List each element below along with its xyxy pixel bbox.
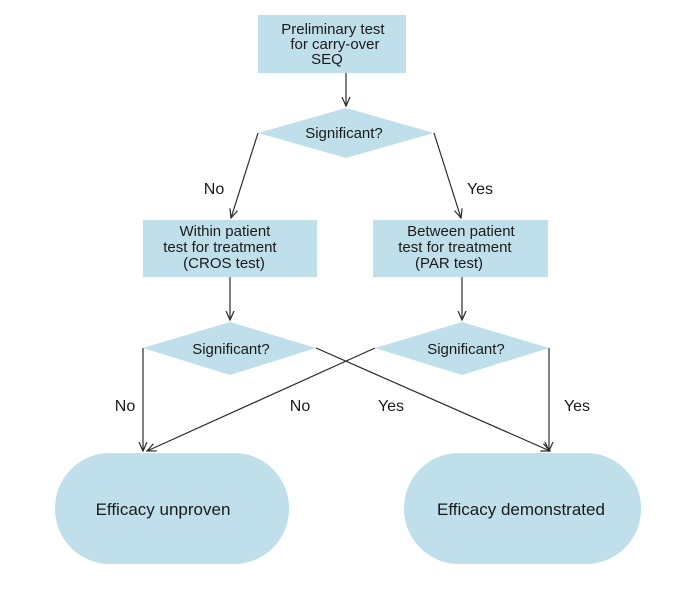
preliminary-test-box: Preliminary test for carry-over SEQ — [258, 15, 406, 73]
decision-right: Significant? — [375, 322, 549, 375]
label-right-yes: Yes — [564, 398, 590, 415]
label-left-yes: Yes — [378, 398, 404, 415]
within-patient-box: Within patient test for treatment (CROS … — [143, 220, 317, 277]
decision-right-label: Significant? — [427, 341, 505, 358]
between-patient-line-2: test for treatment — [398, 239, 512, 256]
efficacy-unproven-label: Efficacy unproven — [96, 500, 231, 519]
within-patient-label: Within patient test for treatment (CROS … — [163, 223, 281, 272]
efficacy-demonstrated-label: Efficacy demonstrated — [437, 500, 605, 519]
terminal-efficacy-unproven: Efficacy unproven — [55, 453, 289, 564]
arrow-right-no — [147, 347, 376, 451]
label-top-no: No — [204, 181, 225, 198]
label-top-yes: Yes — [467, 181, 493, 198]
between-patient-box: Between patient test for treatment (PAR … — [373, 220, 548, 277]
within-patient-line-1: Within patient — [179, 223, 271, 240]
decision-top-label: Significant? — [305, 125, 383, 142]
preliminary-test-shape — [258, 15, 406, 73]
label-left-no: No — [115, 398, 136, 415]
efficacy-demonstrated-shape — [404, 453, 641, 564]
within-patient-line-2: test for treatment — [163, 239, 277, 256]
efficacy-unproven-shape — [55, 453, 289, 564]
decision-top-diamond — [258, 108, 434, 158]
preliminary-test-line-3: SEQ — [311, 51, 343, 68]
decision-left-diamond — [143, 322, 316, 375]
within-patient-shape — [143, 220, 317, 277]
decision-left-label: Significant? — [192, 341, 270, 358]
within-patient-line-3: (CROS test) — [183, 255, 265, 272]
arrow-top-yes — [433, 132, 461, 218]
between-patient-shape — [373, 220, 548, 277]
between-patient-line-1: Between patient — [407, 223, 515, 240]
connectors — [143, 73, 550, 451]
decision-left: Significant? — [143, 322, 316, 375]
between-patient-line-3: (PAR test) — [415, 255, 483, 272]
preliminary-test-line-2: for carry-over — [290, 36, 379, 53]
decision-top: Significant? — [258, 108, 434, 158]
terminal-efficacy-demonstrated: Efficacy demonstrated — [404, 453, 641, 564]
decision-right-diamond — [375, 322, 549, 375]
preliminary-test-line-1: Preliminary test — [281, 21, 385, 38]
arrow-left-yes — [315, 347, 550, 451]
label-right-no: No — [290, 398, 311, 415]
preliminary-test-label: Preliminary test for carry-over SEQ — [281, 21, 389, 68]
between-patient-label: Between patient test for treatment (PAR … — [398, 223, 519, 272]
arrow-top-no — [231, 132, 259, 218]
